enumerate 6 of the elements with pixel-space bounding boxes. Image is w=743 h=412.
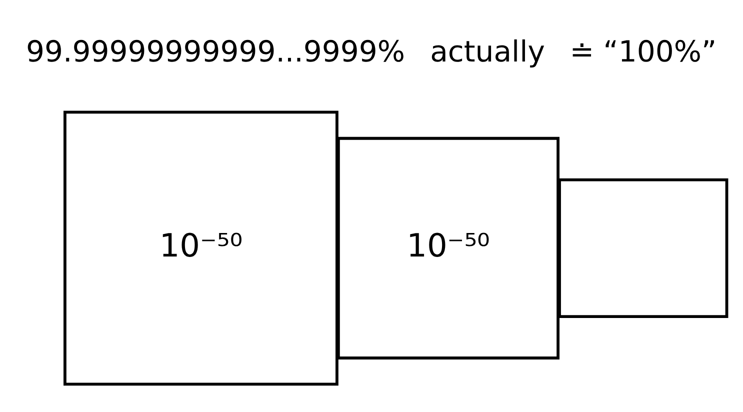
label: actually — [430, 34, 545, 68]
label: ≐ “100%” — [570, 34, 717, 68]
node-box: 10⁻⁵⁰ — [64, 110, 338, 386]
node-box: 10⁻⁵⁰ — [336, 136, 560, 360]
label: 99.99999999999...9999% — [26, 34, 406, 68]
node-box — [558, 178, 728, 318]
